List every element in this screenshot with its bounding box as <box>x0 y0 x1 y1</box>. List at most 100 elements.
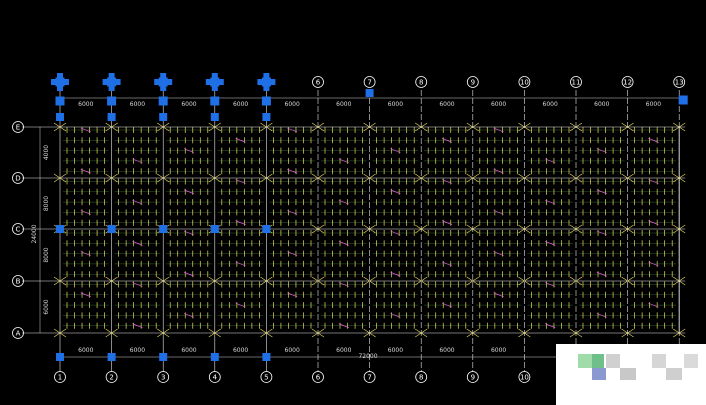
rebar-accent <box>183 230 195 236</box>
rebar-accent <box>183 148 195 153</box>
bottom-bay-dimension: 6000 <box>285 347 300 354</box>
top-bay-dimension: 6000 <box>439 101 454 108</box>
bottom-bay-dimension: 6000 <box>336 347 351 354</box>
top-axis-bubble-label: 11 <box>572 79 581 87</box>
bottom-bay-dimension: 6000 <box>388 347 403 354</box>
bottom-axis-bubble <box>208 371 221 383</box>
cross-marker-arm <box>160 73 167 79</box>
cross-marker-arm <box>160 85 167 91</box>
cross-marker-arm <box>205 79 212 85</box>
rebar-accent <box>235 138 246 143</box>
top-bay-dimension: 6000 <box>285 101 300 108</box>
bottom-axis-bubble-label: 6 <box>316 374 321 382</box>
rebar-accent <box>493 292 504 298</box>
rebar-accent <box>287 292 298 298</box>
top-marker <box>55 96 65 106</box>
top-axis-bubble <box>363 76 376 88</box>
row-spacing-dimension: 8000 <box>43 196 50 211</box>
rebar-accent <box>648 261 659 267</box>
rebar-accent <box>287 210 298 215</box>
row-axis-bubble-label: C <box>16 226 21 234</box>
bottom-axis-bubble <box>157 371 170 383</box>
rebar-accent <box>596 148 607 153</box>
bottom-axis-bubble-label: 10 <box>520 374 529 382</box>
cross-marker-arm <box>57 73 63 79</box>
cross-marker-core <box>158 77 168 87</box>
rebar-accent <box>132 241 143 246</box>
rebar-accent <box>80 210 91 215</box>
rebar-accent <box>338 282 349 287</box>
top-axis-bubble <box>570 76 582 88</box>
bottom-axis-bubble-label: 5 <box>264 374 268 382</box>
rebar-accent <box>493 251 504 256</box>
row-axis-bubble <box>12 275 24 287</box>
top-axis-bubble-label: 7 <box>367 79 371 87</box>
rebar-accent <box>441 138 453 143</box>
rebar-accent <box>390 148 401 153</box>
row-axis-bubble-label: B <box>16 278 21 286</box>
rebar-accent <box>80 127 91 133</box>
row-axis-bubble <box>12 223 24 235</box>
rebar-accent <box>441 179 453 184</box>
rebar-accent <box>390 271 401 277</box>
top-axis-bubble-label: 10 <box>520 79 529 87</box>
top-bay-dimension: 6000 <box>388 101 403 108</box>
top-marker <box>107 96 117 106</box>
bottom-axis-bubble-label: 1 <box>58 374 62 382</box>
top-marker <box>56 113 64 121</box>
bottom-bay-dimension: 6000 <box>233 347 248 354</box>
rebar-accent <box>545 241 556 246</box>
rebar-accent <box>338 323 349 328</box>
cross-marker-arm <box>154 79 161 85</box>
row-c-marker <box>210 225 219 233</box>
bottom-axis-bubble-label: 3 <box>161 374 165 382</box>
rebar-accent <box>287 127 298 133</box>
top-bay-dimension: 6000 <box>336 101 351 108</box>
row-axis-bubble-label: A <box>16 330 21 338</box>
rebar-accent <box>235 179 246 184</box>
blue-marker-layer <box>51 73 688 361</box>
rebar-accent <box>183 271 195 277</box>
total-width-dimension: 72000 <box>358 353 377 360</box>
bottom-axis-bubble <box>518 371 531 383</box>
cross-marker-arm <box>108 73 115 79</box>
cross-marker-arm <box>102 79 109 85</box>
top-axis-bubble-label: 8 <box>419 79 423 87</box>
bottom-marker <box>107 353 116 361</box>
bottom-axis-bubble-label: 2 <box>109 374 113 382</box>
cross-marker-arm <box>211 85 218 91</box>
rebar-accent <box>596 313 607 318</box>
rebar-accent <box>493 168 504 174</box>
cross-marker-arm <box>263 85 270 91</box>
top-axis-bubble <box>312 76 324 88</box>
rebar-accent <box>235 220 246 225</box>
top-bay-dimension: 6000 <box>491 101 506 108</box>
row-c-marker <box>262 225 271 233</box>
row-spacing-dimension: 4000 <box>43 145 50 160</box>
rebar-accent <box>648 179 659 184</box>
row-axis-bubble <box>12 327 24 339</box>
rebar-accent <box>80 251 91 256</box>
top-marker <box>210 113 219 121</box>
rebar-accent <box>441 220 453 225</box>
end-marker <box>678 95 688 105</box>
top-marker <box>365 89 374 97</box>
top-bay-dimension: 6000 <box>646 101 661 108</box>
cross-marker-core <box>107 77 117 87</box>
top-bay-dimension: 6000 <box>78 101 93 108</box>
cross-marker-arm <box>57 85 63 91</box>
top-axis-bubble <box>466 76 479 88</box>
bottom-axis-bubble-label: 7 <box>367 374 371 382</box>
rebar-accent <box>287 168 298 174</box>
rebar-accent <box>235 261 246 267</box>
bottom-bay-dimension: 6000 <box>130 347 145 354</box>
rebar-accent <box>338 199 349 205</box>
rebar-accent <box>338 241 349 246</box>
top-marker <box>261 96 271 106</box>
top-axis-bubble <box>415 76 428 88</box>
cross-marker-arm <box>166 79 173 85</box>
row-axis-bubble-label: D <box>15 175 20 183</box>
axis-grid-layer <box>22 90 686 372</box>
